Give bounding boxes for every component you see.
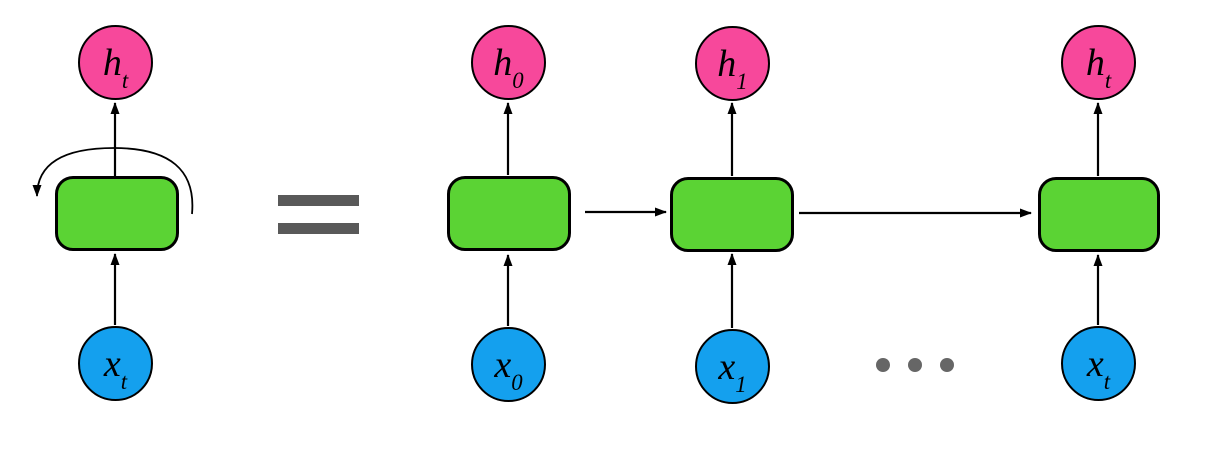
ellipsis-dot	[908, 358, 922, 372]
unitt-hidden-state-label: ht	[1085, 41, 1112, 94]
ellipsis-dot	[876, 358, 890, 372]
unit1-rnn-cell	[670, 177, 794, 252]
unitt-hidden-state-node: ht	[1061, 25, 1136, 100]
unit0-hidden-state-label: h0	[493, 41, 524, 94]
unitt-rnn-cell	[1038, 177, 1160, 252]
ellipsis-dot	[940, 358, 954, 372]
unit0-input-node: x0	[471, 327, 546, 402]
unit1-hidden-state-node: h1	[695, 26, 770, 101]
folded-input-label: xt	[103, 342, 128, 395]
unitt-input-label: xt	[1086, 342, 1111, 395]
folded-hidden-state-label: ht	[102, 41, 129, 94]
unit0-hidden-state-node: h0	[471, 25, 546, 100]
unit1-hidden-state-label: h1	[717, 42, 748, 95]
folded-rnn-cell	[55, 176, 179, 251]
equals-sign	[278, 195, 359, 234]
unitt-input-node: xt	[1061, 326, 1136, 401]
folded-hidden-state-node: ht	[78, 25, 153, 100]
unit0-rnn-cell	[447, 176, 571, 251]
equals-bottom-bar	[278, 223, 359, 234]
folded-input-node: xt	[78, 326, 153, 401]
unit0-input-label: x0	[494, 343, 523, 396]
recurrent-loop-arrow	[32, 147, 194, 215]
equals-top-bar	[278, 195, 359, 206]
unit1-input-label: x1	[718, 345, 747, 398]
unit1-input-node: x1	[695, 329, 770, 404]
